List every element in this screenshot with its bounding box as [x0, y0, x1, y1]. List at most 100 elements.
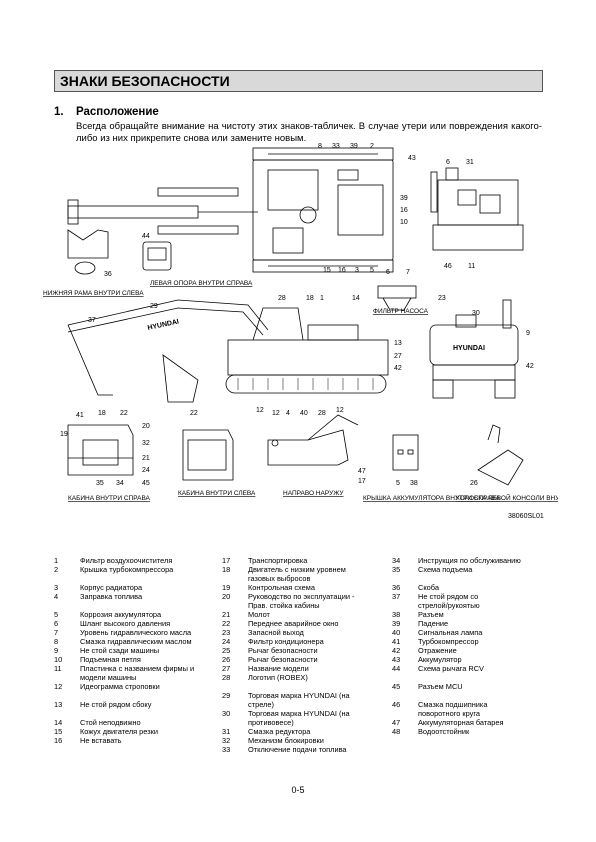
- legend-item-number: 13: [54, 700, 63, 709]
- legend-item-number: 35: [392, 565, 401, 574]
- caption-cab-left: КАБИНА ВНУТРИ СЛЕВА: [178, 490, 256, 497]
- caption-lower-frame: НИЖНЯЯ РАМА ВНУТРИ СЛЕВА: [43, 290, 144, 297]
- battery-cover-detail: [392, 434, 419, 471]
- top-view-excavator: [67, 147, 394, 273]
- legend-item-number: 27: [222, 664, 231, 673]
- legend-item: газовых выбросов: [222, 574, 382, 583]
- callout: 12: [336, 407, 344, 414]
- cab-left-inside: [182, 429, 234, 481]
- legend-item-text: противовесе): [248, 718, 294, 727]
- legend-item-number: 30: [222, 709, 231, 718]
- callout: 28: [278, 295, 286, 302]
- legend-item-text: Рычаг безопасности: [248, 646, 318, 655]
- callout-group: 8 33 39 2 43 6 31 39 16 10 15 16 3 5 46 …: [60, 143, 534, 487]
- legend-item-text: Отключение подачи топлива: [248, 745, 347, 754]
- side-view-excavator: [67, 299, 389, 403]
- legend-item-text: Торговая марка HYUNDAI (на: [248, 709, 350, 718]
- legend-item-text: поворотного круга: [418, 709, 480, 718]
- legend-item-number: 25: [222, 646, 231, 655]
- callout: 22: [120, 410, 128, 417]
- legend-item-text: Сигнальная лампа: [418, 628, 483, 637]
- callout: 15: [323, 267, 331, 274]
- callout: 40: [300, 410, 308, 417]
- legend-item: 11 Пластинка с названием фирмы и: [54, 664, 214, 673]
- legend-item-number: 17: [222, 556, 231, 565]
- legend-item-text: Скоба: [418, 583, 439, 592]
- callout: 20: [142, 423, 150, 430]
- legend-item: 44 Схема рычага RCV: [392, 664, 557, 673]
- callout: 1: [320, 295, 324, 302]
- callout: 44: [142, 233, 150, 240]
- legend-item-text: Руководство по эксплуатации -: [248, 592, 355, 601]
- legend-item-number: 26: [222, 655, 231, 664]
- legend-item-text: Пластинка с названием фирмы и: [80, 664, 195, 673]
- legend-item: противовесе): [222, 718, 382, 727]
- legend-item: 33 Отключение подачи топлива: [222, 745, 382, 754]
- legend-item-number: 47: [392, 718, 401, 727]
- section-heading: Расположение: [76, 106, 159, 118]
- legend-item: [392, 691, 557, 700]
- legend-item-number: 43: [392, 655, 401, 664]
- left-console-box: [477, 424, 524, 486]
- counterweight-brand-text: HYUNDAI: [453, 345, 485, 352]
- legend-item-number: 23: [222, 628, 231, 637]
- legend-item-number: 42: [392, 646, 401, 655]
- legend-item-number: 12: [54, 682, 63, 691]
- legend-item-number: 44: [392, 664, 401, 673]
- legend-item-number: 32: [222, 736, 231, 745]
- legend-item-text: Коррозия аккумулятора: [80, 610, 162, 619]
- legend-item-text: Схема рычага RCV: [418, 664, 484, 673]
- lower-frame-detail: [67, 229, 172, 275]
- callout: 47: [358, 468, 366, 475]
- callout: 27: [394, 353, 402, 360]
- legend-item: стреле): [222, 700, 382, 709]
- legend-item-text: Прав. стойка кабины: [248, 601, 320, 610]
- callout: 12: [256, 407, 264, 414]
- legend-item-text: Не стой рядом со: [418, 592, 479, 601]
- callout: 5: [396, 480, 400, 487]
- legend-item-text: Отражение: [418, 646, 457, 655]
- legend-item-number: 18: [222, 565, 231, 574]
- legend-item-text: Контрольная схема: [248, 583, 315, 592]
- legend-item-text: Аккумуляторная батарея: [418, 718, 504, 727]
- callout: 32: [142, 440, 150, 447]
- page-title: ЗНАКИ БЕЗОПАСНОСТИ: [60, 73, 230, 89]
- callout: 19: [60, 431, 68, 438]
- legend-item-number: 15: [54, 727, 63, 736]
- legend-item-number: 11: [54, 664, 62, 673]
- callout: 34: [116, 480, 124, 487]
- legend-item-number: 46: [392, 700, 401, 709]
- legend-item-text: Разъем MCU: [418, 682, 463, 691]
- legend-item-number: 10: [54, 655, 63, 664]
- legend-item-text: Логотип (ROBEX): [248, 673, 308, 682]
- callout: 13: [394, 340, 402, 347]
- legend-item-number: 33: [222, 745, 231, 754]
- legend-item-number: 8: [54, 637, 59, 646]
- legend-item-text: Не стой сзади машины: [80, 646, 160, 655]
- callout: 39: [400, 195, 408, 202]
- callout: 33: [332, 143, 340, 150]
- callout: 30: [472, 310, 480, 317]
